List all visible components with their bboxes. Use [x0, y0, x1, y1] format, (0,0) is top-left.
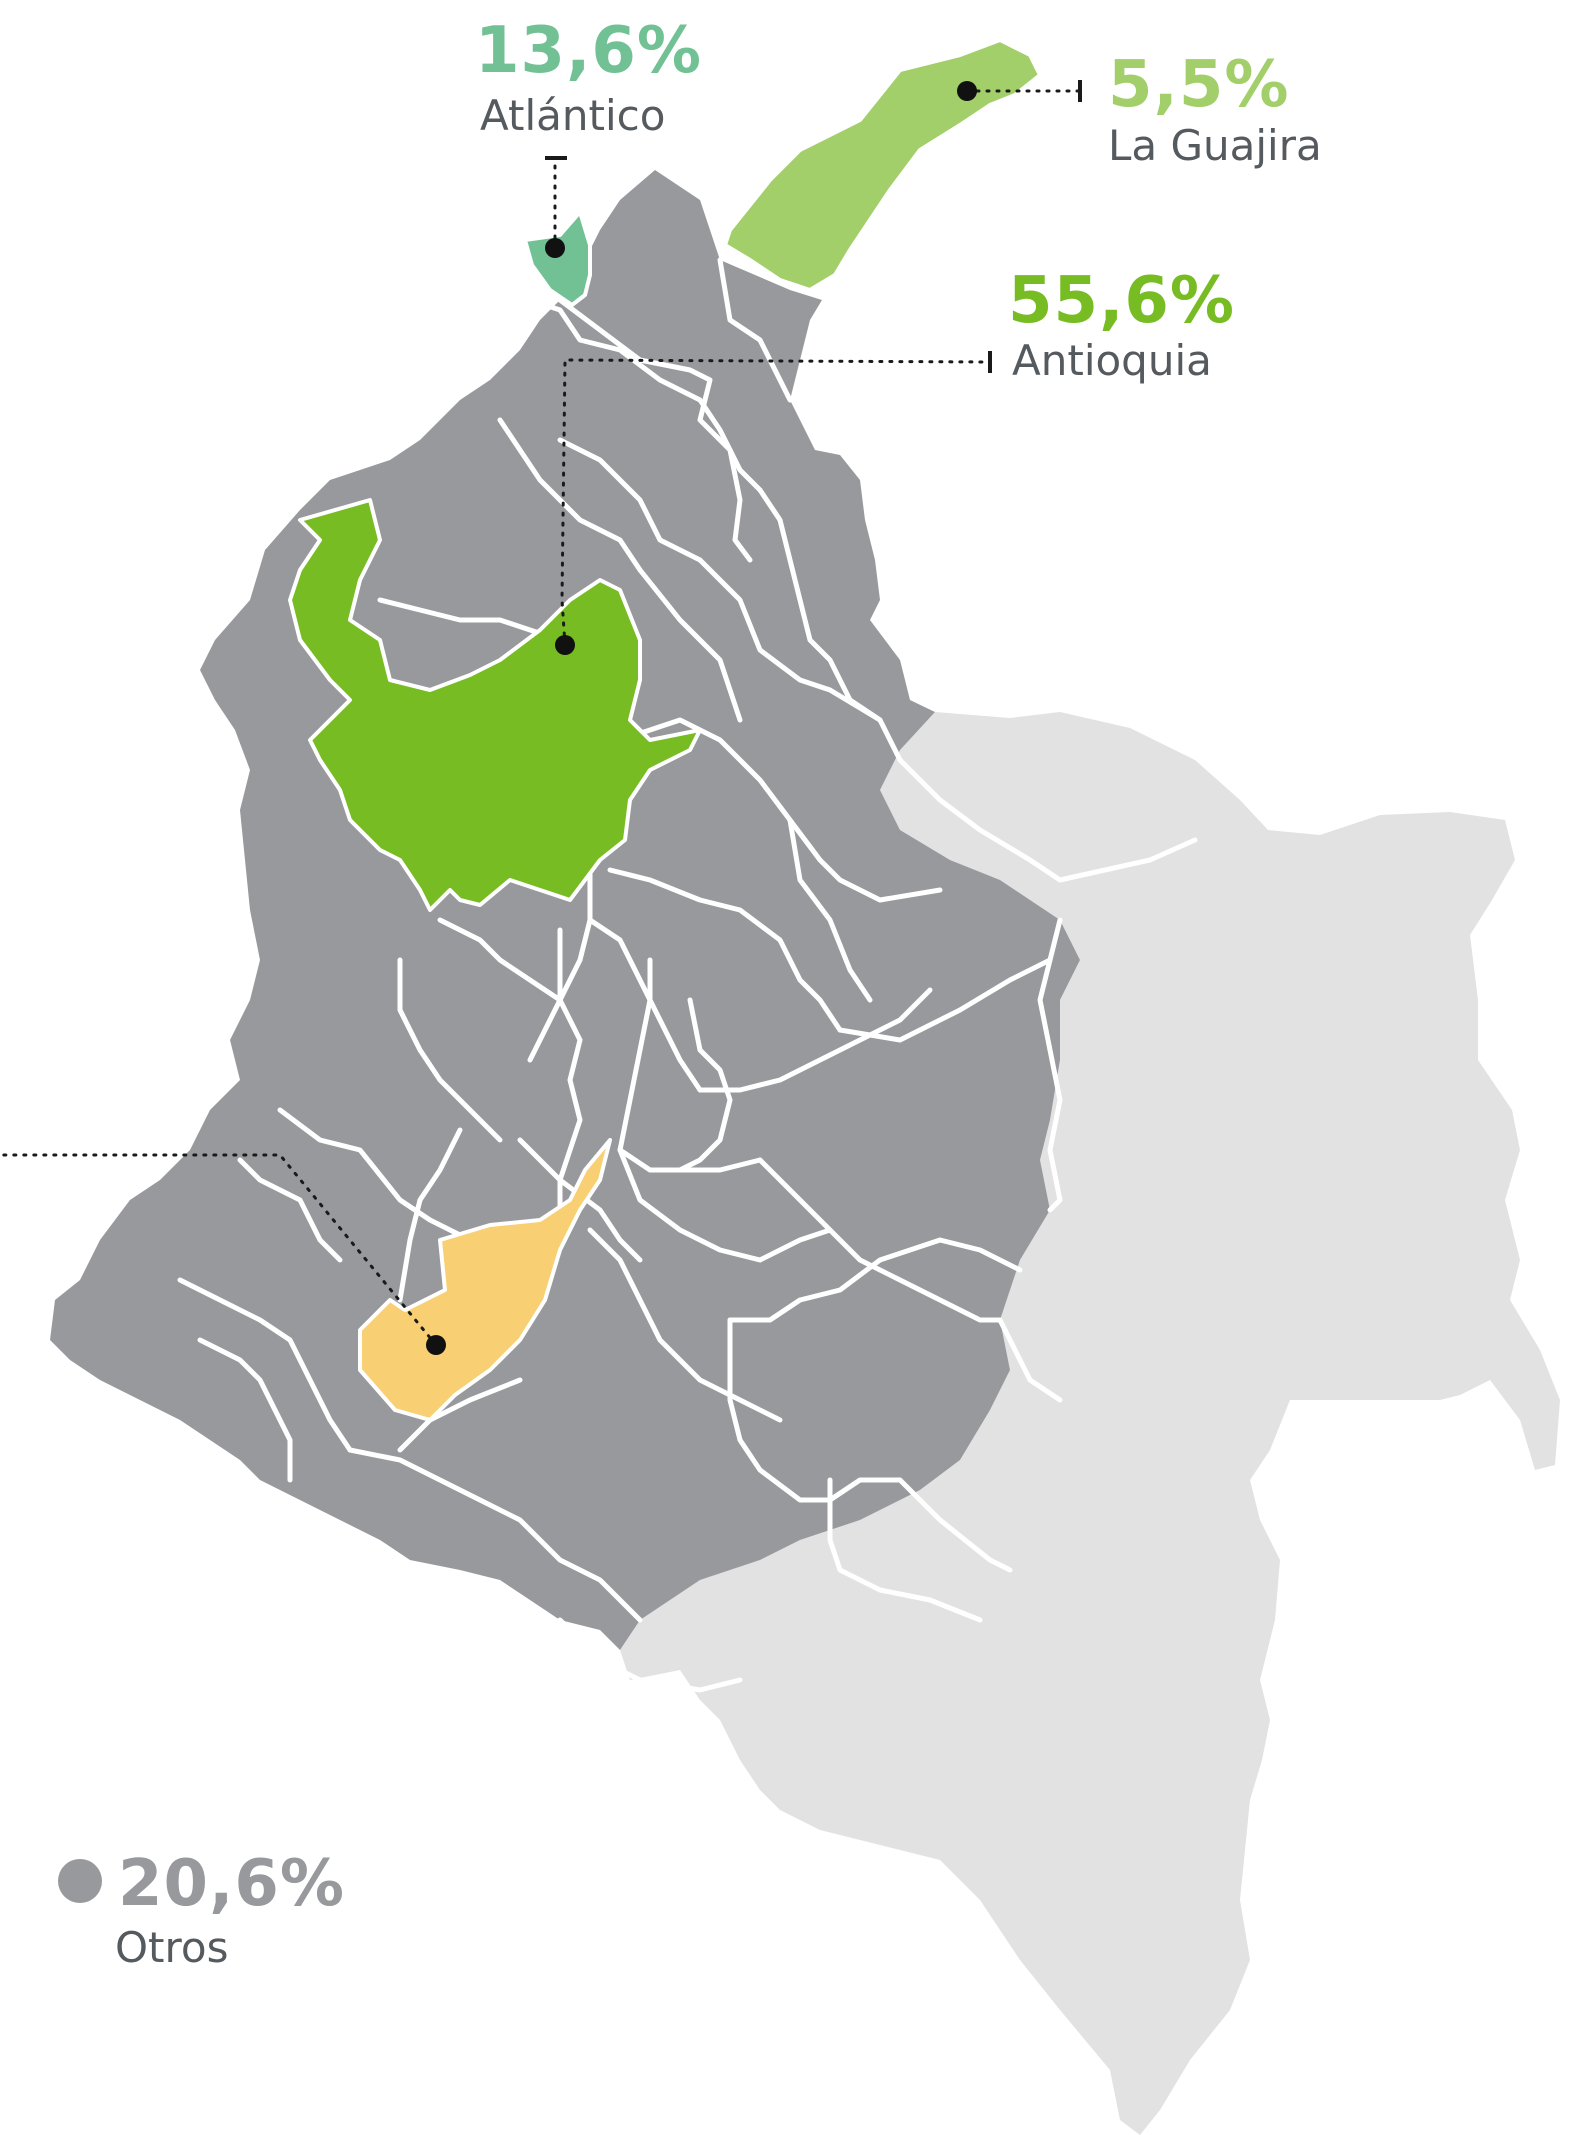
- leader-caps: [545, 80, 1082, 373]
- guajira-name: La Guajira: [1108, 121, 1322, 170]
- others-percent: 20,6%: [118, 1847, 345, 1921]
- region-atlantico: [523, 210, 592, 307]
- department-borders: [177, 257, 1198, 1693]
- marker-antioquia: [555, 635, 575, 655]
- others-swatch: [58, 1859, 102, 1903]
- leader-huila: [0, 1153, 438, 1347]
- leader-antioquia: [560, 358, 992, 647]
- region-east-light: [620, 712, 1560, 2135]
- region-huila: [358, 1138, 612, 1422]
- region-antioquia: [288, 498, 702, 912]
- leader-lines: [0, 89, 1082, 1347]
- marker-atlantico: [545, 238, 565, 258]
- atlantico-percent: 13,6%: [475, 14, 702, 88]
- others-name: Otros: [115, 1923, 228, 1972]
- region-departments-grey: [50, 170, 1080, 1650]
- region-la-guajira: [723, 38, 1042, 292]
- atlantico-name: Atlántico: [480, 91, 665, 140]
- antioquia-percent: 55,6%: [1008, 264, 1235, 338]
- marker-huila: [426, 1335, 446, 1355]
- marker-guajira: [957, 81, 977, 101]
- guajira-percent: 5,5%: [1108, 48, 1290, 122]
- antioquia-name: Antioquia: [1012, 336, 1212, 385]
